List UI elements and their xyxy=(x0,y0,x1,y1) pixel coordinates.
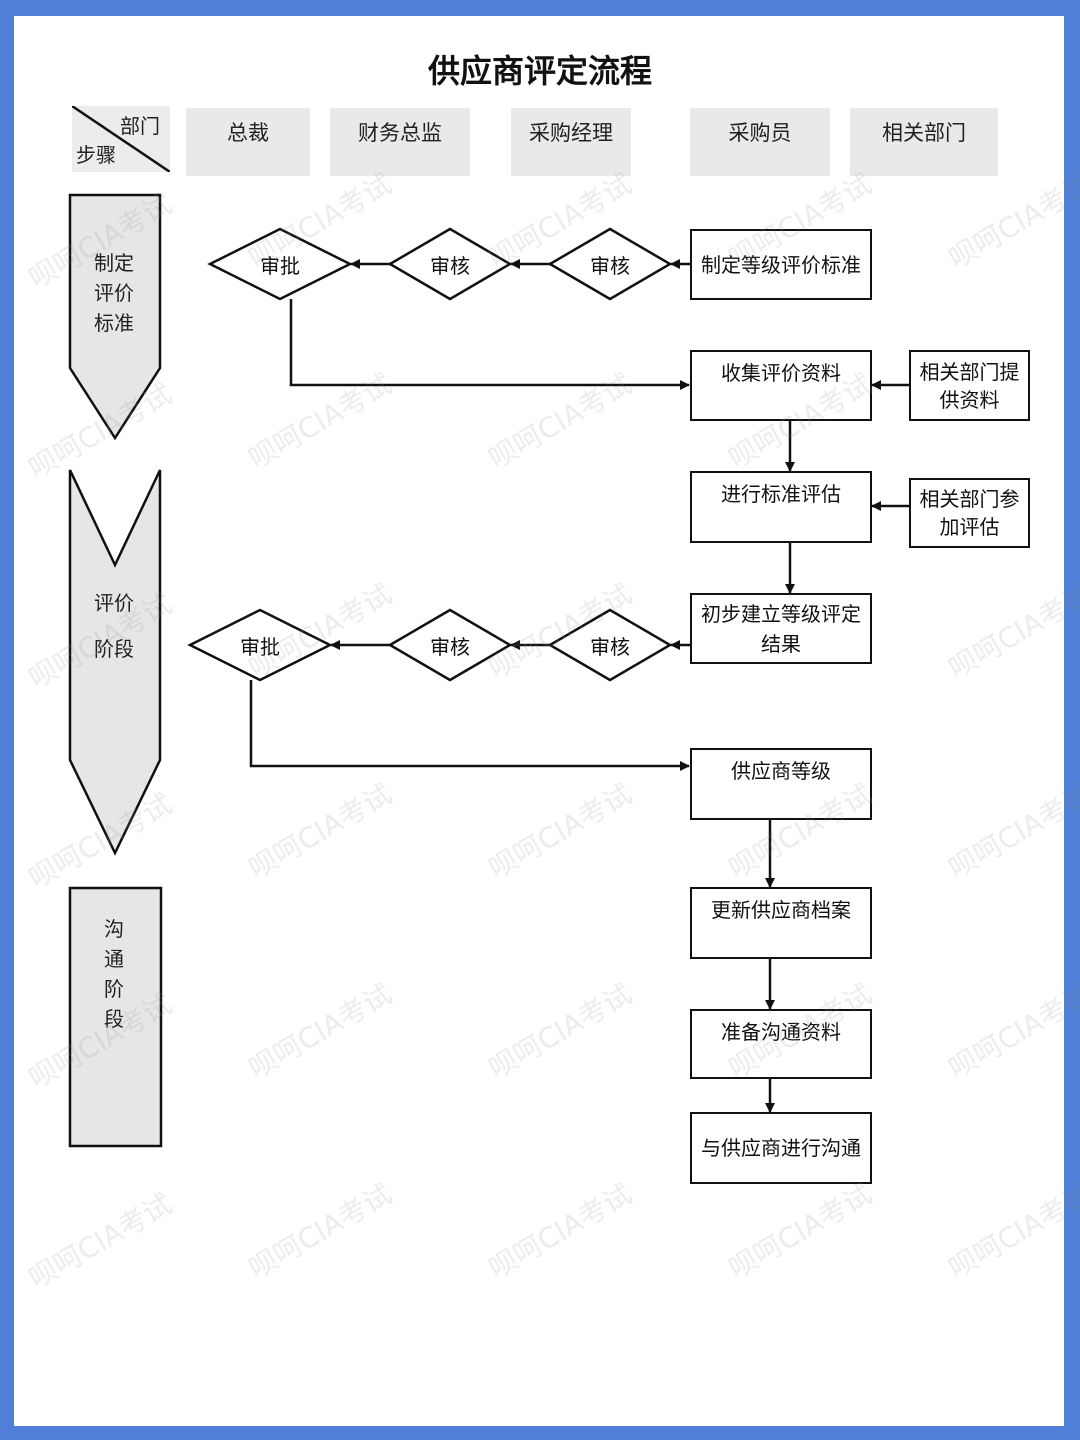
header-purchaser: 采购员 xyxy=(690,108,830,176)
decision-review-1a: 审核 xyxy=(430,253,470,278)
header-purchasing-manager-label: 采购经理 xyxy=(529,121,613,145)
node-update-archive: 更新供应商档案 xyxy=(690,887,872,959)
decision-approve-2: 审批 xyxy=(240,634,280,659)
header-purchasing-manager: 采购经理 xyxy=(511,108,631,176)
node-standard-evaluation: 进行标准评估 xyxy=(690,471,872,543)
phase-shape-evaluation xyxy=(68,469,162,856)
corner-step-label: 步骤 xyxy=(76,143,116,167)
node-define-standard: 制定等级评价标准 xyxy=(690,229,872,300)
node-prepare-materials: 准备沟通资料 xyxy=(690,1009,872,1079)
node-supplier-grade: 供应商等级 xyxy=(690,748,872,820)
decision-review-1b: 审核 xyxy=(590,253,630,278)
node-communicate-supplier: 与供应商进行沟通 xyxy=(690,1112,872,1184)
arrow-approve-to-collect xyxy=(289,299,690,390)
diagram-canvas xyxy=(14,16,1064,1426)
header-corner-cell: 部门 步骤 xyxy=(72,106,170,172)
node-collect-materials: 收集评价资料 xyxy=(690,350,872,421)
phase-shape-communication xyxy=(68,886,163,1148)
corner-diagonal xyxy=(72,106,170,172)
decision-review-2b: 审核 xyxy=(590,634,630,659)
phase-label-standard: 制定评价标准 xyxy=(94,251,134,335)
phase-label-communication: 沟通阶段 xyxy=(104,917,124,1031)
header-purchaser-label: 采购员 xyxy=(728,121,792,145)
arrow-approve-to-grade xyxy=(249,680,690,771)
header-finance-director-label: 财务总监 xyxy=(358,121,442,145)
header-president: 总裁 xyxy=(186,108,310,176)
decision-approve-1: 审批 xyxy=(260,253,300,278)
node-preliminary-result: 初步建立等级评定结果 xyxy=(690,593,872,664)
decision-review-2a: 审核 xyxy=(430,634,470,659)
header-president-label: 总裁 xyxy=(227,121,269,145)
corner-department-label: 部门 xyxy=(120,114,160,138)
phase-label-evaluation: 评价阶段 xyxy=(94,591,134,661)
header-related-dept: 相关部门 xyxy=(850,108,998,176)
phase-shape-standard xyxy=(68,193,162,441)
header-finance-director: 财务总监 xyxy=(330,108,470,176)
header-related-dept-label: 相关部门 xyxy=(882,121,966,145)
node-related-join: 相关部门参加评估 xyxy=(909,478,1030,548)
page-title: 供应商评定流程 xyxy=(427,52,652,90)
node-related-provide: 相关部门提供资料 xyxy=(909,350,1030,421)
